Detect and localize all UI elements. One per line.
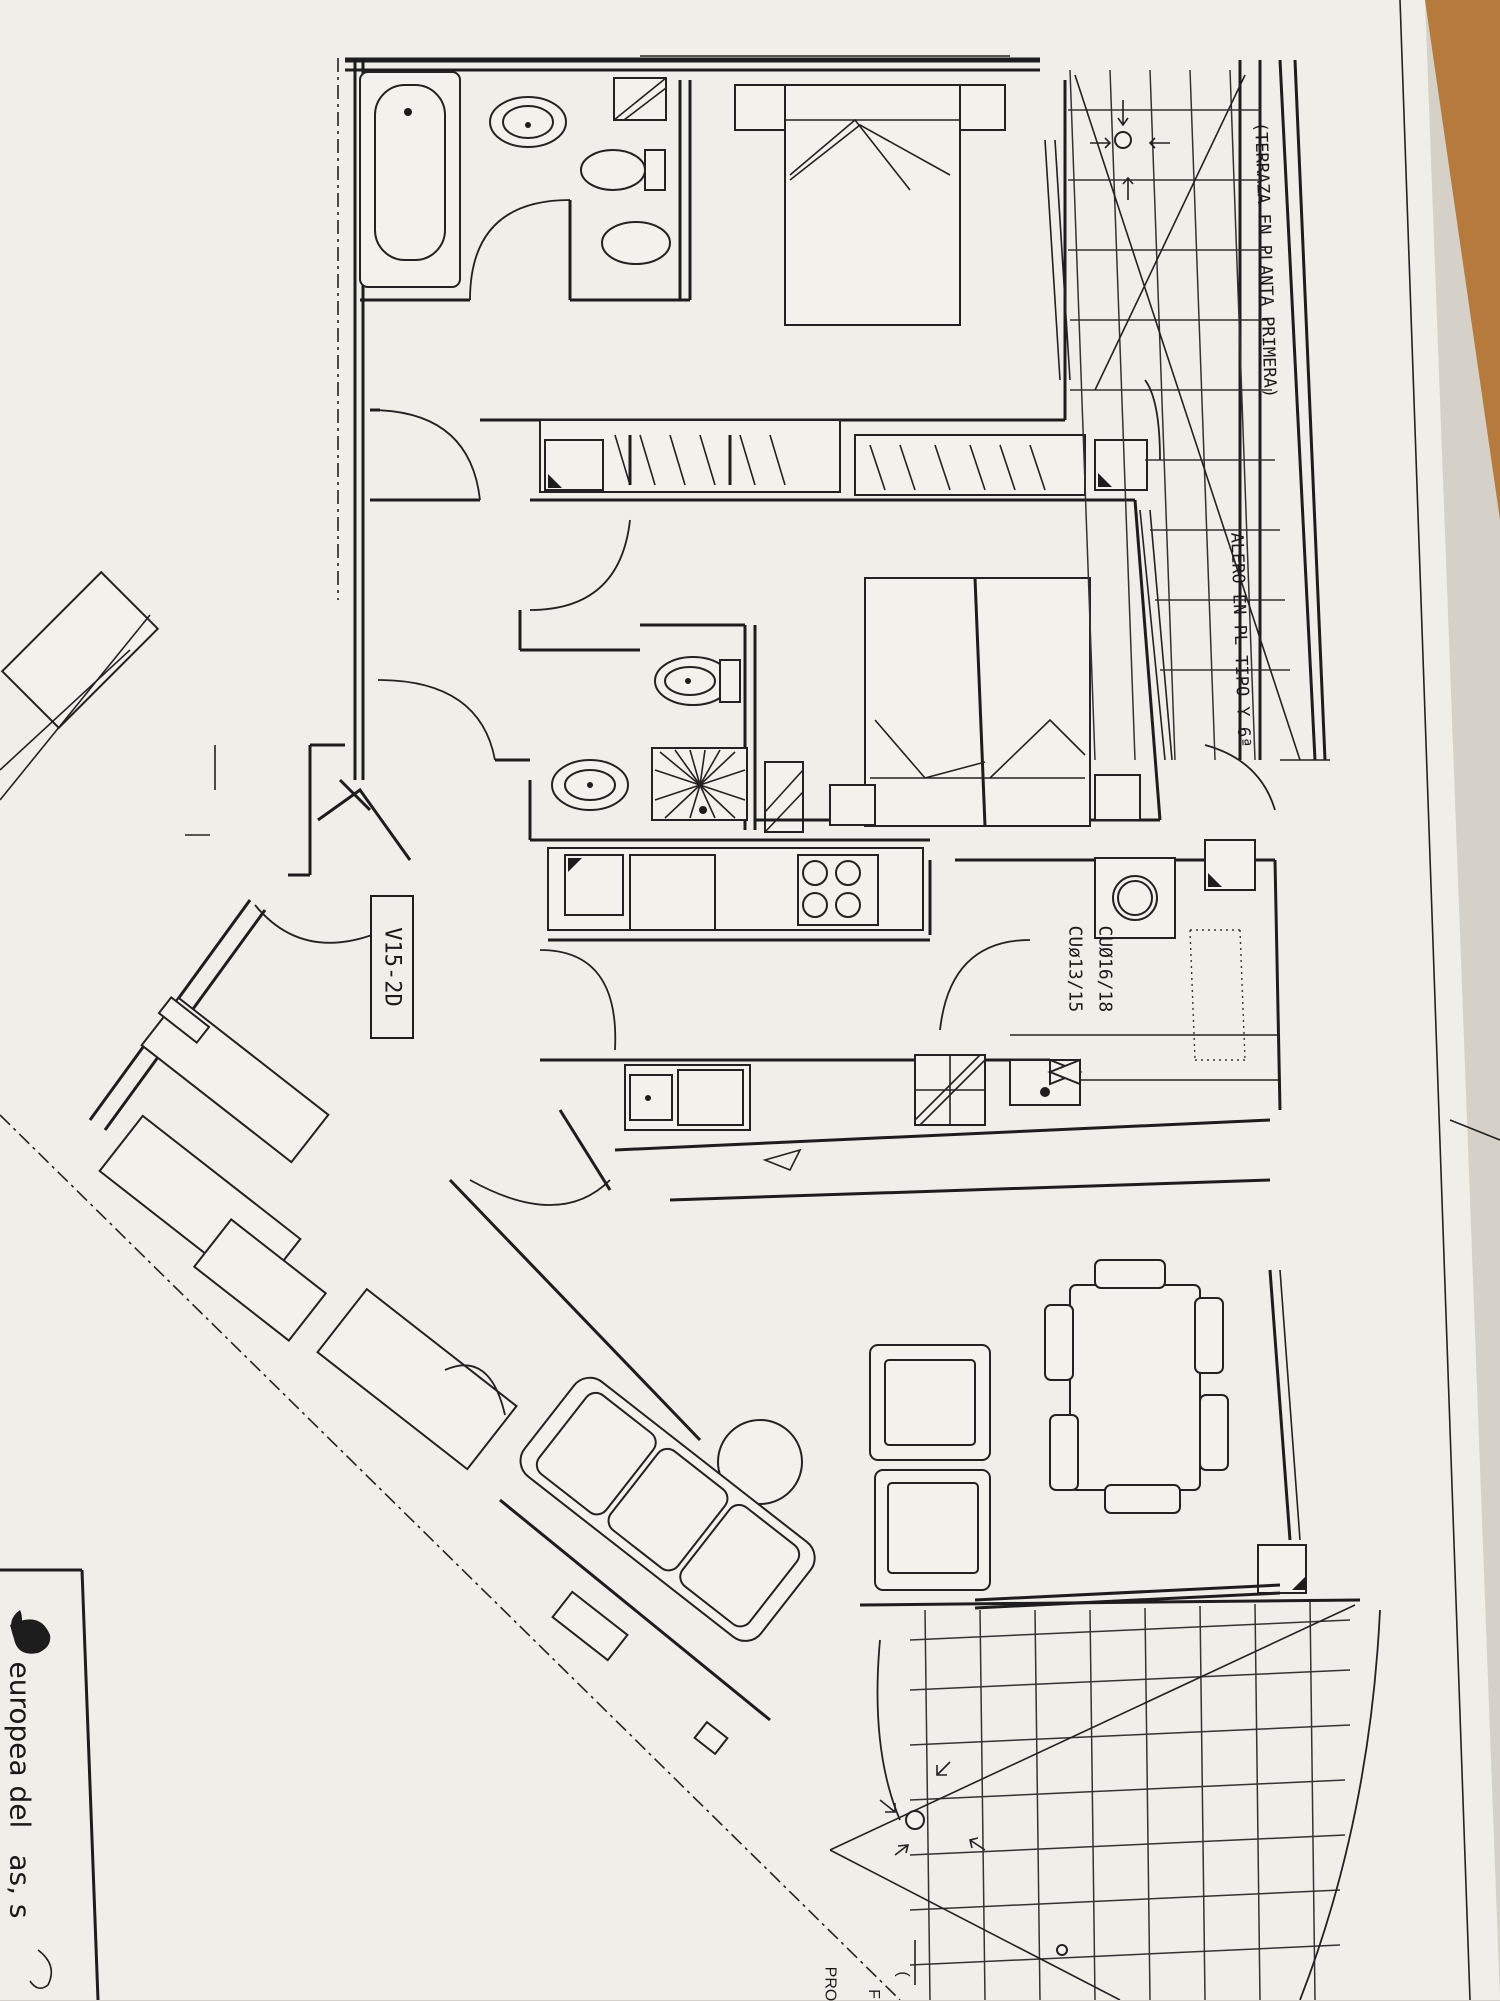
corridor: [369, 408, 640, 762]
title-block: [0, 1568, 100, 2000]
living-door-arc: [444, 1364, 506, 1416]
second-bedroom: [755, 499, 1173, 827]
partial-label-pro: PRO: [821, 1966, 839, 2001]
company-name-suffix: as, s: [3, 1854, 37, 1919]
wardrobes: [530, 419, 1148, 502]
living-room: [614, 1118, 1307, 1594]
pipe-label-1: CUØ16/18: [1094, 925, 1116, 1013]
sofa: [519, 1376, 816, 1642]
terrace-top: [1068, 69, 1330, 811]
table-edge: [1425, 0, 1500, 520]
company-name-prefix: europea del: [3, 1661, 37, 1829]
partial-label-f: F: [864, 1989, 882, 1999]
master-bathroom: [359, 71, 692, 302]
entrance-structures: [0, 570, 729, 1756]
sideboard: [316, 1287, 518, 1471]
company-name: europea del as, s: [3, 1661, 37, 1919]
pipe-label-2: CUø13/15: [1064, 925, 1086, 1013]
kitchen: [539, 839, 1282, 1172]
partial-label-paren: (: [894, 1971, 912, 1977]
second-bathroom: [528, 623, 930, 842]
terrace-bottom: [829, 1583, 1381, 2000]
outer-walls: [0, 57, 1327, 2000]
unit-code-label: V15-2D: [370, 895, 414, 1039]
master-bedroom: [480, 80, 1071, 422]
